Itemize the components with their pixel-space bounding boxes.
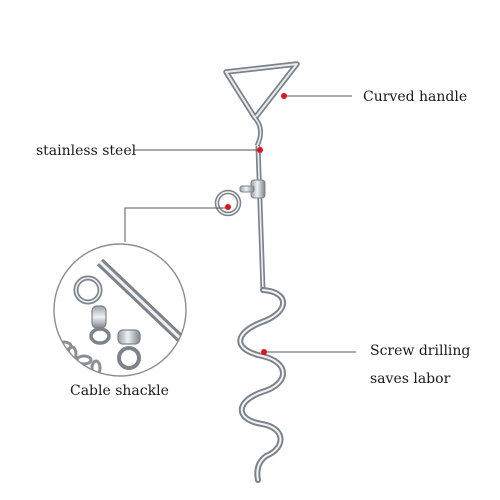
- marker-dots: [225, 93, 287, 355]
- cable-shackle-detail: [53, 243, 187, 377]
- label-screw-line-2: saves labor: [370, 371, 451, 387]
- label-screw-line-1: Screw drilling: [370, 343, 471, 359]
- label-stainless-steel: stainless steel: [36, 143, 137, 159]
- marker-dot-steel: [257, 147, 263, 153]
- stainless-steel-shaft: [255, 145, 266, 291]
- tie-out-stake: [214, 61, 300, 483]
- label-cable-shackle: Cable shackle: [70, 383, 169, 399]
- leader-cable-shackle: [124, 207, 228, 242]
- leader-lines: [124, 95, 356, 353]
- marker-dot-ring: [225, 204, 231, 210]
- spiral-screw: [237, 287, 286, 483]
- marker-dot-handle: [281, 93, 287, 99]
- label-curved-handle: Curved handle: [363, 89, 468, 105]
- curved-handle-shape: [223, 61, 300, 148]
- marker-dot-screw: [261, 349, 267, 355]
- swivel-ring: [214, 179, 266, 217]
